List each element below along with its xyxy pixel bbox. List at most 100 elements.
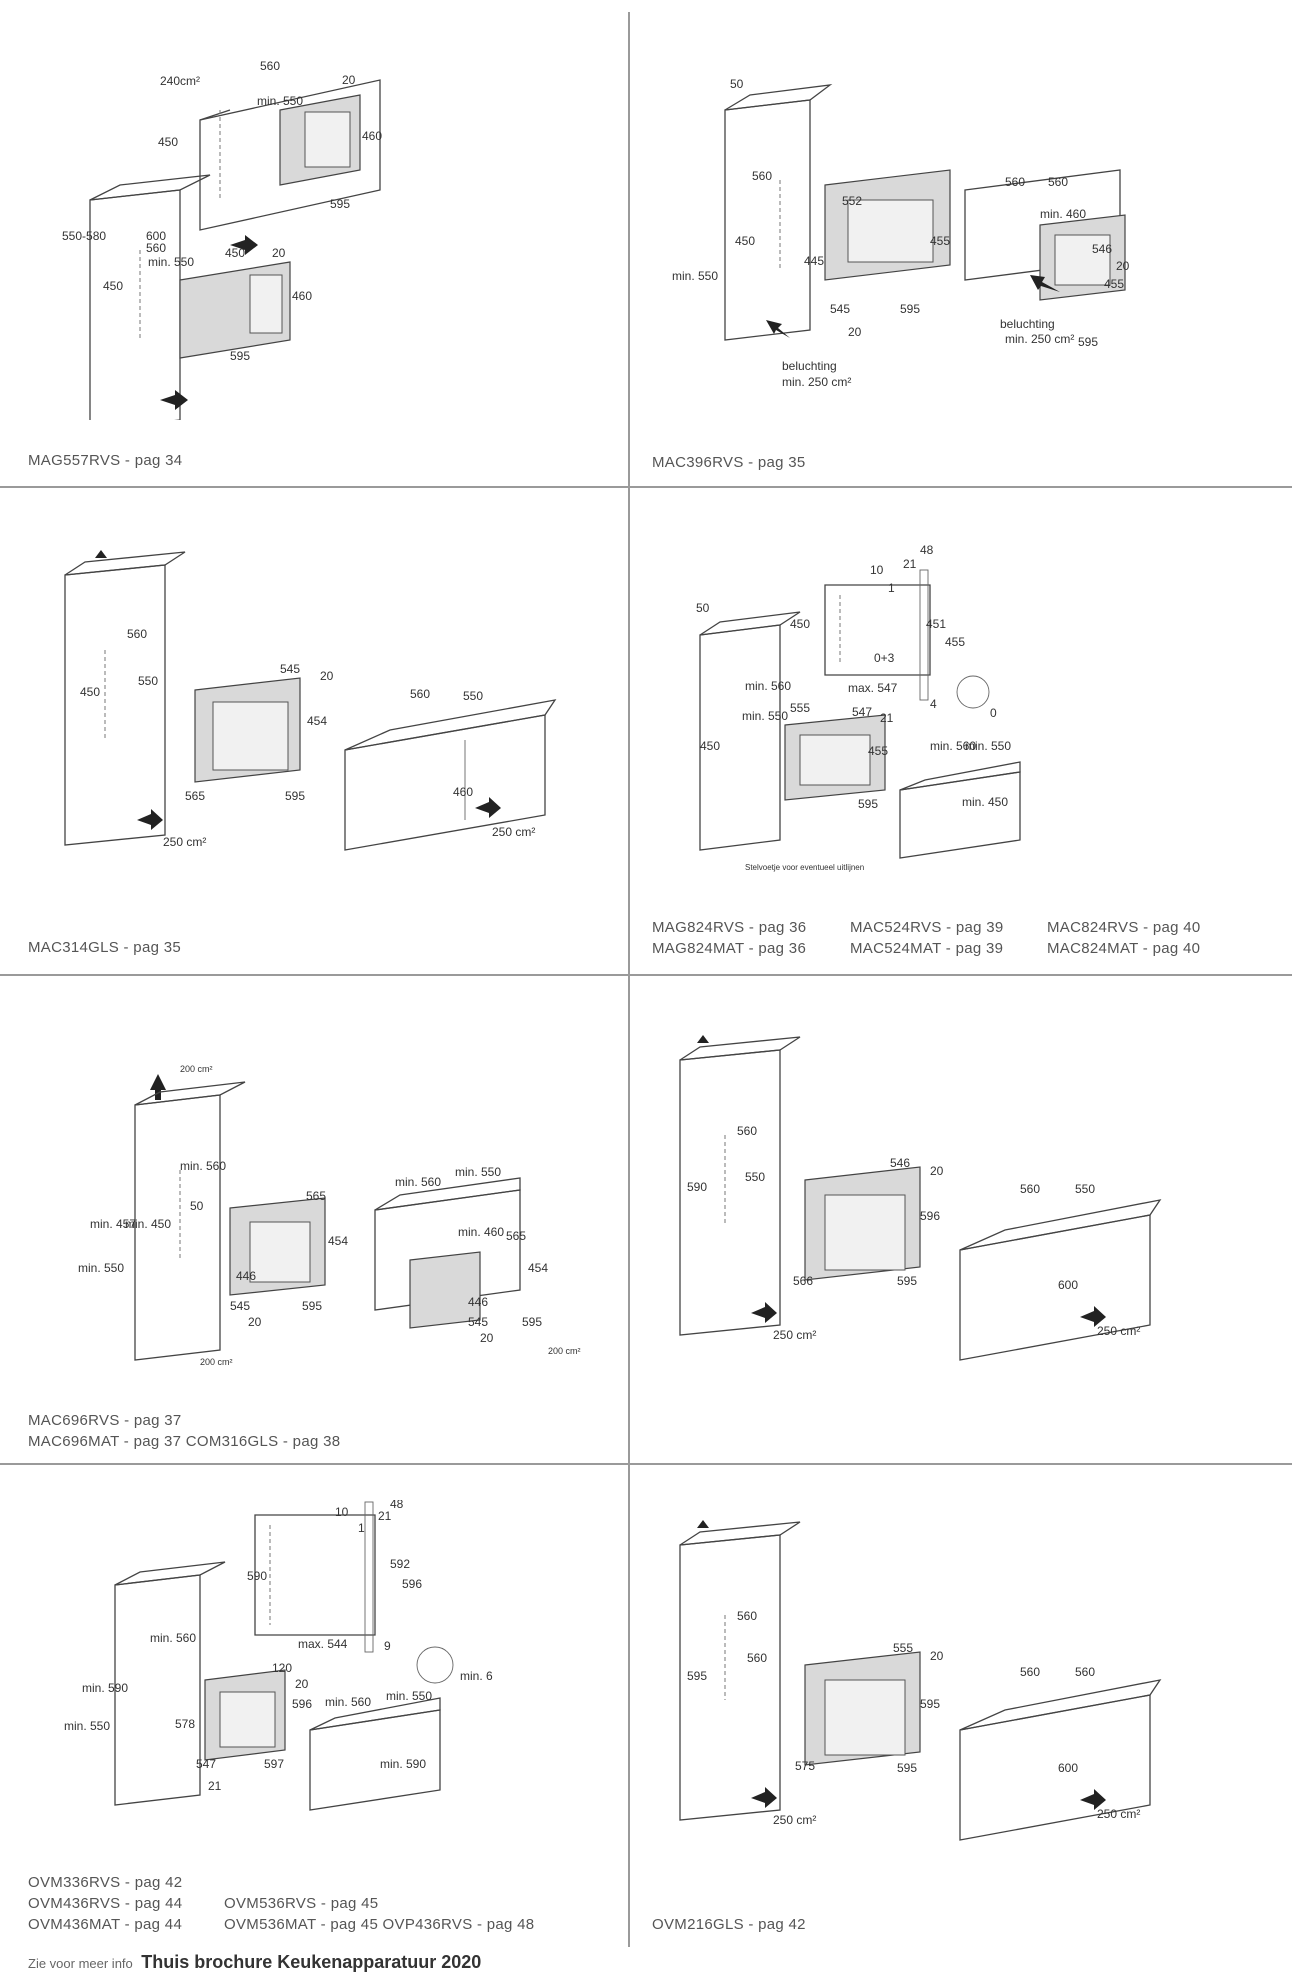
dim-label: 560 — [410, 687, 430, 701]
caption-line: OVM536RVS - pag 45 — [224, 1895, 379, 1912]
dim-label: 250 cm² — [1097, 1324, 1140, 1338]
installation-drawing-2: 50 560 552 450 445 455 min. 550 545 20 5… — [670, 70, 1130, 410]
dim-label: 10 — [870, 563, 884, 577]
dim-label: 578 — [175, 1717, 195, 1731]
caption-line: OVM216GLS - pag 42 — [652, 1916, 806, 1933]
dim-label: 450 — [735, 234, 755, 248]
dim-label: 550 — [463, 689, 483, 703]
dim-label: 560 — [1005, 175, 1025, 189]
dim-label: 450 — [700, 739, 720, 753]
caption-line: MAG824MAT - pag 36 — [652, 940, 807, 957]
dim-label: min. 6 — [460, 1669, 493, 1683]
caption-line: OVM536MAT - pag 45 OVP436RVS - pag 48 — [224, 1916, 535, 1933]
dim-label: min. 550 — [965, 739, 1011, 753]
dim-label: 460 — [453, 785, 473, 799]
dim-label: 460 — [292, 289, 312, 303]
dim-label: 200 cm² — [180, 1064, 213, 1074]
dim-label: 552 — [842, 194, 862, 208]
dim-label: 240cm² — [160, 74, 200, 88]
dim-label: 560 — [1020, 1182, 1040, 1196]
dim-label: 560 — [1020, 1665, 1040, 1679]
dim-label: min. 550 — [672, 269, 718, 283]
caption-col-2: OVM536RVS - pag 45 OVM536MAT - pag 45 OV… — [224, 1893, 534, 1935]
dim-label: 595 — [230, 349, 250, 363]
dim-label: 547 — [196, 1757, 216, 1771]
dim-label: 565 — [306, 1189, 326, 1203]
dim-label: 560 — [752, 169, 772, 183]
dim-label: min. 560 — [395, 1175, 441, 1189]
dim-label: 455 — [930, 234, 950, 248]
dim-label: min. 560 — [930, 739, 976, 753]
dim-label: 560 — [737, 1124, 757, 1138]
dim-label: 445 — [804, 254, 824, 268]
caption-line: MAC524MAT - pag 39 — [850, 940, 1004, 957]
dim-label: 48 — [920, 543, 934, 557]
dim-label: 446 — [468, 1295, 488, 1309]
caption: MAG557RVS - pag 34 — [28, 450, 182, 471]
dim-label: 250 cm² — [773, 1328, 816, 1342]
dim-label: 595 — [1078, 335, 1098, 349]
dim-label: 250 cm² — [163, 835, 206, 849]
caption-col-1: OVM336RVS - pag 42 OVM436RVS - pag 44 OV… — [28, 1872, 182, 1935]
footer-title: Thuis brochure Keukenapparatuur 2020 — [141, 1952, 482, 1972]
caption-line: MAC696MAT - pag 37 COM316GLS - pag 38 — [28, 1433, 341, 1450]
dim-label: beluchting — [782, 359, 837, 373]
caption-line: MAC696RVS - pag 37 — [28, 1412, 182, 1429]
dim-label: 21 — [903, 557, 917, 571]
dim-label: 9 — [384, 1639, 391, 1653]
dim-label: 48 — [390, 1500, 404, 1511]
dim-label: 595 — [687, 1669, 707, 1683]
dim-label: 20 — [248, 1315, 262, 1329]
dim-label: min. 590 — [82, 1681, 128, 1695]
caption-line: MAG557RVS - pag 34 — [28, 452, 183, 469]
dim-label: 545 — [468, 1315, 488, 1329]
dim-label: 20 — [342, 73, 356, 87]
dim-label: 455 — [868, 744, 888, 758]
dim-label: 550-580 — [62, 229, 106, 243]
dim-label: 600 — [1058, 1761, 1078, 1775]
caption: MAC696RVS - pag 37 MAC696MAT - pag 37 CO… — [28, 1410, 340, 1452]
dim-label: 560 — [747, 1651, 767, 1665]
dim-label: 550 — [138, 674, 158, 688]
dim-label: min. 560 — [180, 1159, 226, 1173]
dim-label: 546 — [1092, 242, 1112, 256]
dim-label: 555 — [893, 1641, 913, 1655]
dim-label: 21 — [378, 1509, 392, 1523]
grid-divider-vertical — [628, 12, 630, 1947]
caption: MAC314GLS - pag 35 — [28, 937, 181, 958]
dim-label: min. 560 — [745, 679, 791, 693]
dim-label: 590 — [687, 1180, 707, 1194]
dim-label: 450 — [158, 135, 178, 149]
dim-label: 1 — [358, 1521, 365, 1535]
dim-label: min. 450 — [125, 1217, 171, 1231]
dim-label: beluchting — [1000, 317, 1055, 331]
dim-label: 545 — [230, 1299, 250, 1313]
grid-divider-row-2 — [0, 974, 1292, 976]
dim-label: 600 — [1058, 1278, 1078, 1292]
dim-label: 460 — [362, 129, 382, 143]
installation-drawing-5: 200 cm² min. 560 50 min. 457 min. 450 mi… — [70, 1060, 590, 1370]
dim-label: min. 250 cm² — [1005, 332, 1074, 346]
dim-label: 595 — [920, 1697, 940, 1711]
dim-label: 590 — [247, 1569, 267, 1583]
dim-label: 560 — [127, 627, 147, 641]
footer-prefix: Zie voor meer info — [28, 1956, 133, 1971]
dim-label: 595 — [897, 1761, 917, 1775]
dim-label: min. 550 — [78, 1261, 124, 1275]
dim-label: 595 — [858, 797, 878, 811]
dim-label: 595 — [330, 197, 350, 211]
dim-label: 454 — [328, 1234, 348, 1248]
dim-label: 595 — [285, 789, 305, 803]
dim-label: 50 — [730, 77, 744, 91]
dim-label: min. 550 — [455, 1165, 501, 1179]
dim-label: max. 547 — [848, 681, 898, 695]
dim-label: min. 560 — [325, 1695, 371, 1709]
footer: Zie voor meer info Thuis brochure Keuken… — [28, 1952, 481, 1973]
caption-line: MAC314GLS - pag 35 — [28, 939, 181, 956]
dim-label: 200 cm² — [200, 1357, 233, 1367]
dim-label: 450 — [80, 685, 100, 699]
dim-label: 555 — [790, 701, 810, 715]
dim-label: 455 — [945, 635, 965, 649]
grid-divider-row-1 — [0, 486, 1292, 488]
